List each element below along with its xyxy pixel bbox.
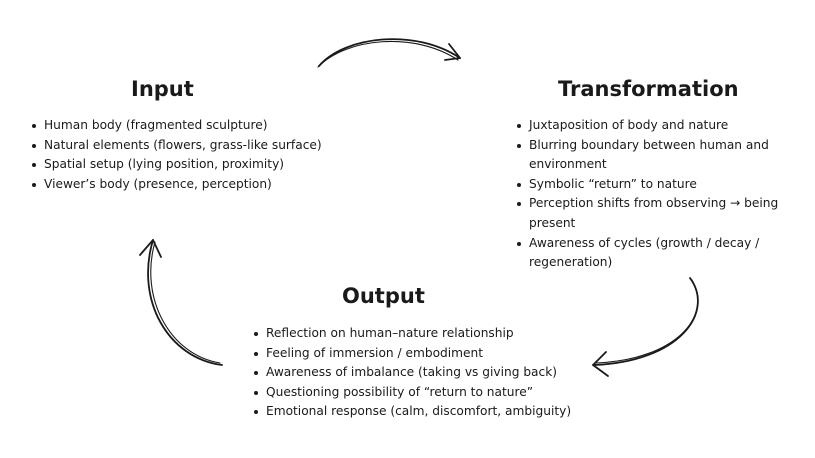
output-item: Awareness of imbalance (taking vs giving… bbox=[252, 363, 592, 383]
output-heading: Output bbox=[342, 284, 425, 308]
input-list: Human body (fragmented sculpture) Natura… bbox=[30, 116, 330, 194]
input-item: Natural elements (flowers, grass-like su… bbox=[30, 136, 330, 156]
transformation-item: Awareness of cycles (growth / decay / re… bbox=[515, 234, 800, 273]
output-item: Emotional response (calm, discomfort, am… bbox=[252, 402, 592, 422]
input-heading: Input bbox=[131, 77, 194, 101]
transformation-item: Blurring boundary between human and envi… bbox=[515, 136, 800, 175]
output-item: Questioning possibility of “return to na… bbox=[252, 383, 592, 403]
transformation-item: Juxtaposition of body and nature bbox=[515, 116, 800, 136]
output-list: Reflection on human–nature relationship … bbox=[252, 324, 592, 422]
transformation-item: Symbolic “return” to nature bbox=[515, 175, 800, 195]
output-item: Reflection on human–nature relationship bbox=[252, 324, 592, 344]
transformation-heading: Transformation bbox=[558, 77, 739, 101]
input-item: Viewer’s body (presence, perception) bbox=[30, 175, 330, 195]
arrow-output-to-input bbox=[139, 239, 223, 366]
input-item: Human body (fragmented sculpture) bbox=[30, 116, 330, 136]
transformation-item: Perception shifts from observing → being… bbox=[515, 194, 800, 233]
output-item: Feeling of immersion / embodiment bbox=[252, 344, 592, 364]
arrow-transformation-to-output bbox=[592, 277, 699, 377]
transformation-list: Juxtaposition of body and nature Blurrin… bbox=[515, 116, 800, 273]
input-item: Spatial setup (lying position, proximity… bbox=[30, 155, 330, 175]
arrow-input-to-transformation bbox=[317, 38, 461, 68]
